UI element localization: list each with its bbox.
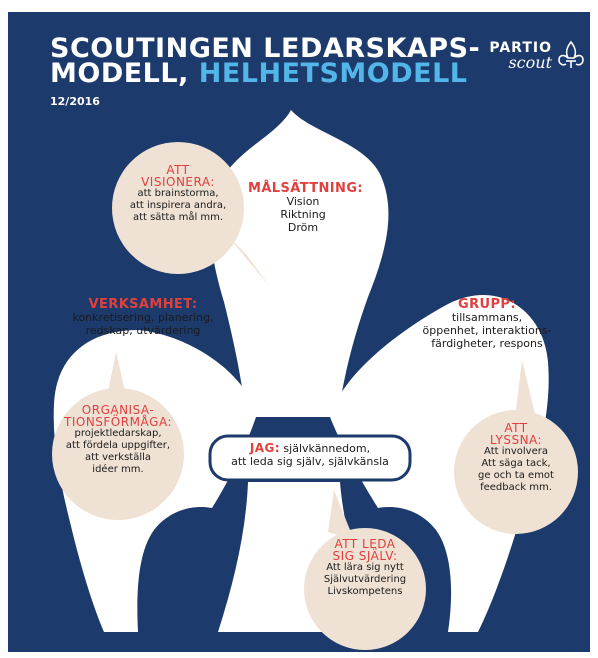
bubble-listen bbox=[454, 410, 578, 534]
org-item: projektledarskap, bbox=[74, 428, 162, 439]
bubble-vision-text: ATT VISIONERA: att brainstorma, att insp… bbox=[114, 164, 242, 224]
poster: SCOUTINGEN LEDARSKAPS- MODELL, HELHETSMO… bbox=[8, 12, 590, 652]
org-item: att verkställa bbox=[84, 452, 152, 463]
self-heading-2: SIG SJÄLV: bbox=[332, 549, 398, 563]
poster-title: SCOUTINGEN LEDARSKAPS- MODELL, HELHETSMO… bbox=[50, 33, 481, 89]
self-item: Livskompetens bbox=[327, 586, 403, 597]
org-heading-2: TIONSFÖRMÅGA: bbox=[64, 415, 172, 429]
group-item: färdigheter, respons bbox=[431, 337, 543, 350]
activity-heading: VERKSAMHET: bbox=[88, 297, 198, 312]
bubble-organization bbox=[52, 388, 184, 520]
listen-heading-2: LYSSNA: bbox=[489, 433, 543, 447]
self-band-text: JAG: självkännedom, att leda sig själv, … bbox=[214, 441, 406, 469]
self-band-line-1: JAG: självkännedom, bbox=[214, 441, 406, 456]
self-item: Att lära sig nytt bbox=[326, 562, 404, 573]
self-item: Självutvärdering bbox=[323, 574, 407, 585]
org-item: idéer mm. bbox=[92, 464, 144, 475]
activity-item: redskap, utvärdering bbox=[85, 324, 201, 337]
left-petal-text: VERKSAMHET: konkretisering, planering, r… bbox=[58, 298, 228, 337]
goal-item: Riktning bbox=[280, 208, 326, 221]
vision-heading-2: VISIONERA: bbox=[141, 175, 215, 189]
vision-item: att sätta mål mm. bbox=[132, 212, 224, 223]
listen-item: feedback mm. bbox=[480, 482, 552, 493]
goal-item: Dröm bbox=[287, 221, 319, 234]
bubble-listen-text: ATT LYSSNA: Att involvera Att säga tack,… bbox=[456, 422, 576, 494]
title-line-1: SCOUTINGEN LEDARSKAPS- bbox=[50, 33, 481, 64]
brand-sub: scout bbox=[508, 53, 552, 72]
vision-heading-1: ATT bbox=[166, 163, 190, 177]
brand-name: PARTIO bbox=[489, 40, 552, 56]
date-label: 12/2016 bbox=[50, 95, 100, 108]
goal-item: Vision bbox=[286, 195, 320, 208]
self-band-line-2: att leda sig själv, självkänsla bbox=[231, 455, 389, 468]
right-petal-text: GRUPP: tillsammans, öppenhet, interaktio… bbox=[412, 298, 562, 350]
partio-scout-logo: PARTIO scout bbox=[489, 40, 584, 72]
fleur-de-lis-icon bbox=[558, 40, 584, 68]
org-heading-1: ORGANISA- bbox=[81, 403, 155, 417]
org-item: att fördela uppgifter, bbox=[65, 440, 171, 451]
listen-item: ge och ta emot bbox=[478, 470, 554, 481]
activity-item: konkretisering, planering, bbox=[72, 311, 214, 324]
listen-item: Att involvera bbox=[484, 446, 548, 457]
bubble-self-leadership bbox=[304, 528, 426, 650]
listen-item: Att säga tack, bbox=[481, 458, 551, 469]
vision-item: att brainstorma, bbox=[137, 188, 219, 199]
bubble-vision bbox=[112, 142, 244, 274]
title-line-2b: HELHETSMODELL bbox=[198, 58, 468, 89]
self-heading: JAG: bbox=[249, 441, 280, 455]
vision-item: att inspirera andra, bbox=[129, 200, 227, 211]
bubble-organization-text: ORGANISA- TIONSFÖRMÅGA: projektledarskap… bbox=[54, 404, 182, 476]
title-line-2: MODELL, HELHETSMODELL bbox=[50, 58, 480, 89]
self-heading-1: ATT LEDA bbox=[334, 537, 396, 551]
center-petal-text: MÅLSÄTTNING: Vision Riktning Dröm bbox=[248, 181, 363, 234]
listen-heading-1: ATT bbox=[504, 421, 528, 435]
self-band-item: självkännedom, bbox=[283, 442, 371, 455]
group-item: öppenhet, interaktions- bbox=[422, 324, 552, 337]
group-item: tillsammans, bbox=[451, 311, 523, 324]
bubble-self-leadership-text: ATT LEDA SIG SJÄLV: Att lära sig nytt Sj… bbox=[306, 538, 424, 598]
title-line-2a: MODELL, bbox=[50, 58, 199, 89]
group-heading: GRUPP: bbox=[458, 297, 516, 312]
goal-heading: MÅLSÄTTNING: bbox=[248, 181, 363, 196]
